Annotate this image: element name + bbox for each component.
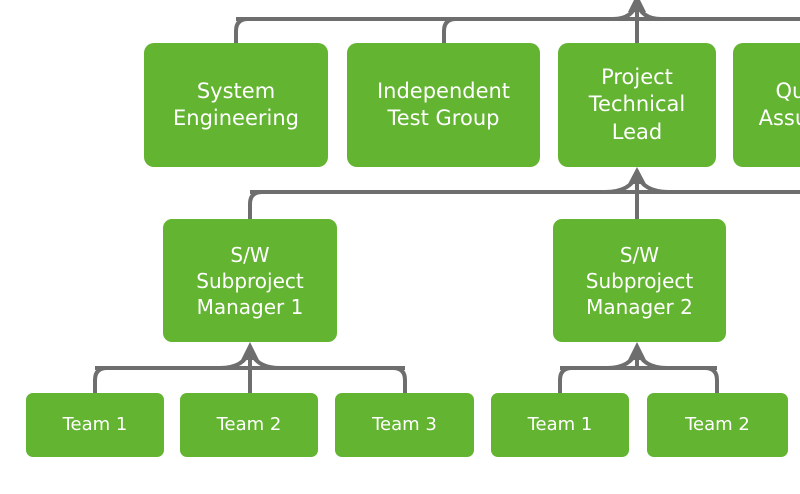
arrowhead-manager xyxy=(628,167,646,184)
node-system-engineering[interactable]: System Engineering xyxy=(144,43,328,167)
node-label: S/W Subproject Manager 2 xyxy=(585,242,694,319)
node-team-1-right[interactable]: Team 1 xyxy=(491,393,629,457)
node-team-1-left[interactable]: Team 1 xyxy=(26,393,164,457)
node-team-2-right[interactable]: Team 2 xyxy=(647,393,788,457)
node-label: Quality Assurance xyxy=(758,78,800,130)
node-label: Independent Test Group xyxy=(376,78,511,130)
connector-manager-to-sw-manager-1 xyxy=(248,190,263,219)
connector-top-to-system-engineering xyxy=(234,17,249,43)
connector-team-right-to-team-2 xyxy=(704,366,719,393)
node-team-2-left[interactable]: Team 2 xyxy=(180,393,318,457)
connector-top-to-independent-test-group xyxy=(442,17,457,43)
connector-team-right-to-team-1 xyxy=(558,366,573,393)
connector-top-flare-right xyxy=(635,1,662,21)
node-label: Team 2 xyxy=(685,414,750,436)
connector-group-managers xyxy=(248,167,800,219)
connector-manager-flare-right xyxy=(635,173,670,194)
node-label: Team 1 xyxy=(62,414,128,436)
node-label: Team 3 xyxy=(372,414,437,436)
connector-group-top xyxy=(234,0,800,43)
node-quality-assurance[interactable]: Quality Assurance xyxy=(733,43,800,167)
connector-team-left-to-team-3 xyxy=(392,366,407,393)
node-team-3-left[interactable]: Team 3 xyxy=(335,393,474,457)
connector-team-left-flare-left xyxy=(219,349,252,370)
node-sw-subproject-manager-1[interactable]: S/W Subproject Manager 1 xyxy=(163,219,337,342)
node-label: S/W Subproject Manager 1 xyxy=(196,242,304,319)
node-label: Team 2 xyxy=(216,414,282,436)
connector-team-left-to-team-1 xyxy=(93,366,108,393)
node-sw-subproject-manager-2[interactable]: S/W Subproject Manager 2 xyxy=(553,219,726,342)
connector-team-left-flare-right xyxy=(248,349,281,370)
node-label: System Engineering xyxy=(173,78,299,130)
node-project-technical-lead[interactable]: Project Technical Lead xyxy=(558,43,716,167)
connector-group-teams-right xyxy=(558,342,719,393)
arrowhead-team-right xyxy=(628,342,646,360)
connector-team-right-flare-left xyxy=(606,349,639,370)
arrowhead-team-left xyxy=(241,342,259,360)
node-label: Project Technical Lead xyxy=(588,65,686,144)
node-label: Team 1 xyxy=(527,414,593,436)
connector-top-flare-left xyxy=(612,1,639,21)
arrowhead-top xyxy=(628,0,646,12)
connector-manager-flare-left xyxy=(604,173,639,194)
connector-group-teams-left xyxy=(93,342,407,393)
node-independent-test-group[interactable]: Independent Test Group xyxy=(347,43,540,167)
connector-team-right-flare-right xyxy=(635,349,668,370)
